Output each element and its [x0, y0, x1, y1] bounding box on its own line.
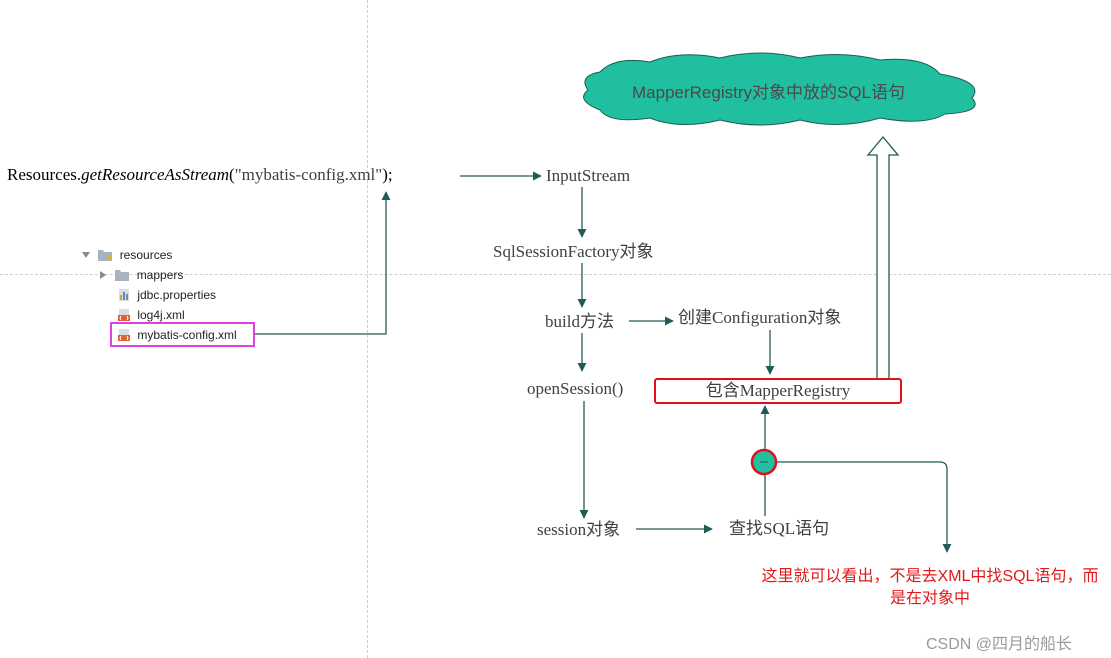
folder-icon — [98, 249, 113, 261]
properties-file-icon — [119, 288, 129, 301]
folder-icon — [115, 269, 130, 281]
chevron-right-icon[interactable] — [98, 270, 108, 280]
cloud-label: MapperRegistry对象中放的SQL语句 — [632, 83, 906, 102]
registry-box: 包含MapperRegistry — [654, 378, 902, 404]
node-session-object: session对象 — [537, 520, 621, 539]
xml-file-icon — [118, 308, 130, 321]
code-method: getResourceAsStream — [81, 165, 230, 184]
node-sqlsessionfactory: SqlSessionFactory对象 — [493, 242, 654, 261]
node-contains-registry: 包含MapperRegistry — [705, 381, 851, 400]
tree-item-label: mybatis-config.xml — [137, 327, 237, 342]
config-file-highlight — [110, 322, 255, 347]
horizontal-guide-line — [0, 274, 1111, 275]
tree-item-mappers[interactable]: mappers — [98, 266, 183, 282]
code-expression: Resources.getResourceAsStream("mybatis-c… — [7, 165, 393, 185]
xml-file-icon — [118, 328, 130, 341]
arrow-circle-to-note — [776, 461, 952, 553]
tree-item-label: log4j.xml — [137, 307, 185, 322]
code-suffix: ); — [382, 165, 393, 184]
node-opensession: openSession() — [527, 379, 624, 398]
watermark: CSDN @四月的船长 — [926, 636, 1073, 653]
tree-item-label: resources — [119, 247, 173, 262]
code-open-paren: ( — [229, 165, 235, 184]
chevron-down-icon[interactable] — [81, 250, 91, 260]
node-inputstream: InputStream — [546, 166, 631, 185]
vertical-guide-line — [367, 0, 368, 658]
tree-item-log4j-xml[interactable]: log4j.xml — [117, 306, 185, 322]
cloud-shape — [583, 52, 976, 126]
node-find-sql: 查找SQL语句 — [729, 519, 830, 538]
tree-item-label: mappers — [136, 267, 184, 282]
arrow-config-to-code — [253, 191, 391, 335]
code-prefix: Resources. — [7, 165, 82, 184]
tree-item-jdbc-properties[interactable]: jdbc.properties — [117, 286, 216, 302]
node-build-method: build方法 — [545, 312, 614, 331]
red-note: 这里就可以看出，不是去XML中找SQL语句，而是在对象中 — [761, 568, 1099, 607]
code-argument: "mybatis-config.xml" — [234, 165, 383, 184]
tree-item-mybatis-config-xml[interactable]: mybatis-config.xml — [117, 326, 237, 342]
node-create-configuration: 创建Configuration对象 — [678, 308, 842, 327]
block-arrow-up-icon — [866, 135, 900, 378]
tree-item-label: jdbc.properties — [137, 287, 217, 302]
tree-item-resources[interactable]: resources — [81, 246, 172, 262]
